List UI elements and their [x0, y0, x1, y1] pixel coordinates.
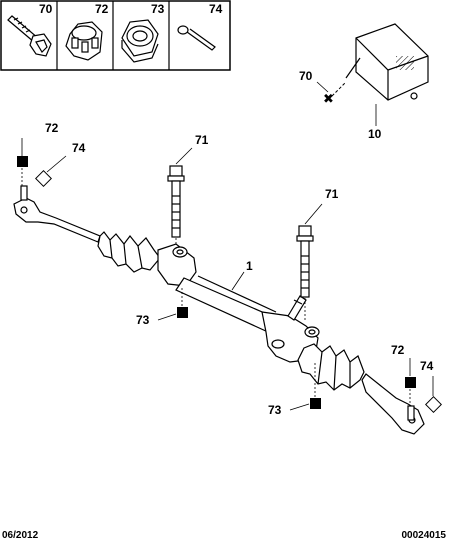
- label-left-pin: 74: [72, 141, 86, 155]
- footer-ref: 00024015: [401, 530, 447, 541]
- label-ecu: 10: [368, 127, 382, 141]
- bolt-a-callout-line: [175, 147, 193, 165]
- ecu-bolt-marker: ✖: [323, 92, 334, 107]
- label-right-pin: 74: [420, 359, 434, 373]
- bolt-b: [296, 225, 314, 298]
- nut-b-marker: [310, 398, 321, 409]
- left-tie-nut-marker: [17, 156, 28, 167]
- ecu-bolt-leader: [331, 81, 347, 97]
- bolt-b-callout-line: [304, 203, 323, 225]
- rack-callout-line: [231, 271, 245, 291]
- bolt-icon: [7, 15, 52, 57]
- label-ecu-bolt: 70: [299, 69, 313, 83]
- label-bolt-b: 71: [325, 187, 339, 201]
- nut-a-callout-line: [157, 313, 177, 321]
- bolt-a: [167, 165, 185, 238]
- left-pin-callout-line: [46, 155, 67, 173]
- part-code-70: 70: [39, 2, 53, 16]
- lock-nut-icon: [121, 19, 159, 63]
- castle-nut-icon: [65, 21, 103, 61]
- left-pin-marker: [35, 170, 52, 187]
- nut-b-callout-line: [289, 403, 310, 411]
- steering-rack: [13, 185, 425, 435]
- label-rack: 1: [246, 259, 253, 273]
- ecu-module: [345, 23, 429, 101]
- right-pin-marker: [425, 396, 442, 413]
- part-code-74: 74: [209, 2, 223, 16]
- right-tie-nut-marker: [405, 377, 416, 388]
- label-nut-a: 73: [136, 313, 150, 327]
- cotter-pin-icon: [177, 25, 216, 51]
- label-left-tie-nut: 72: [45, 121, 59, 135]
- footer-date: 06/2012: [2, 530, 39, 541]
- nut-a-marker: [177, 307, 188, 318]
- ecu-bolt-callout-line: [316, 81, 329, 93]
- label-bolt-a: 71: [195, 133, 209, 147]
- part-code-73: 73: [151, 2, 165, 16]
- label-nut-b: 73: [268, 403, 282, 417]
- label-right-tie-nut: 72: [391, 343, 405, 357]
- part-code-72: 72: [95, 2, 109, 16]
